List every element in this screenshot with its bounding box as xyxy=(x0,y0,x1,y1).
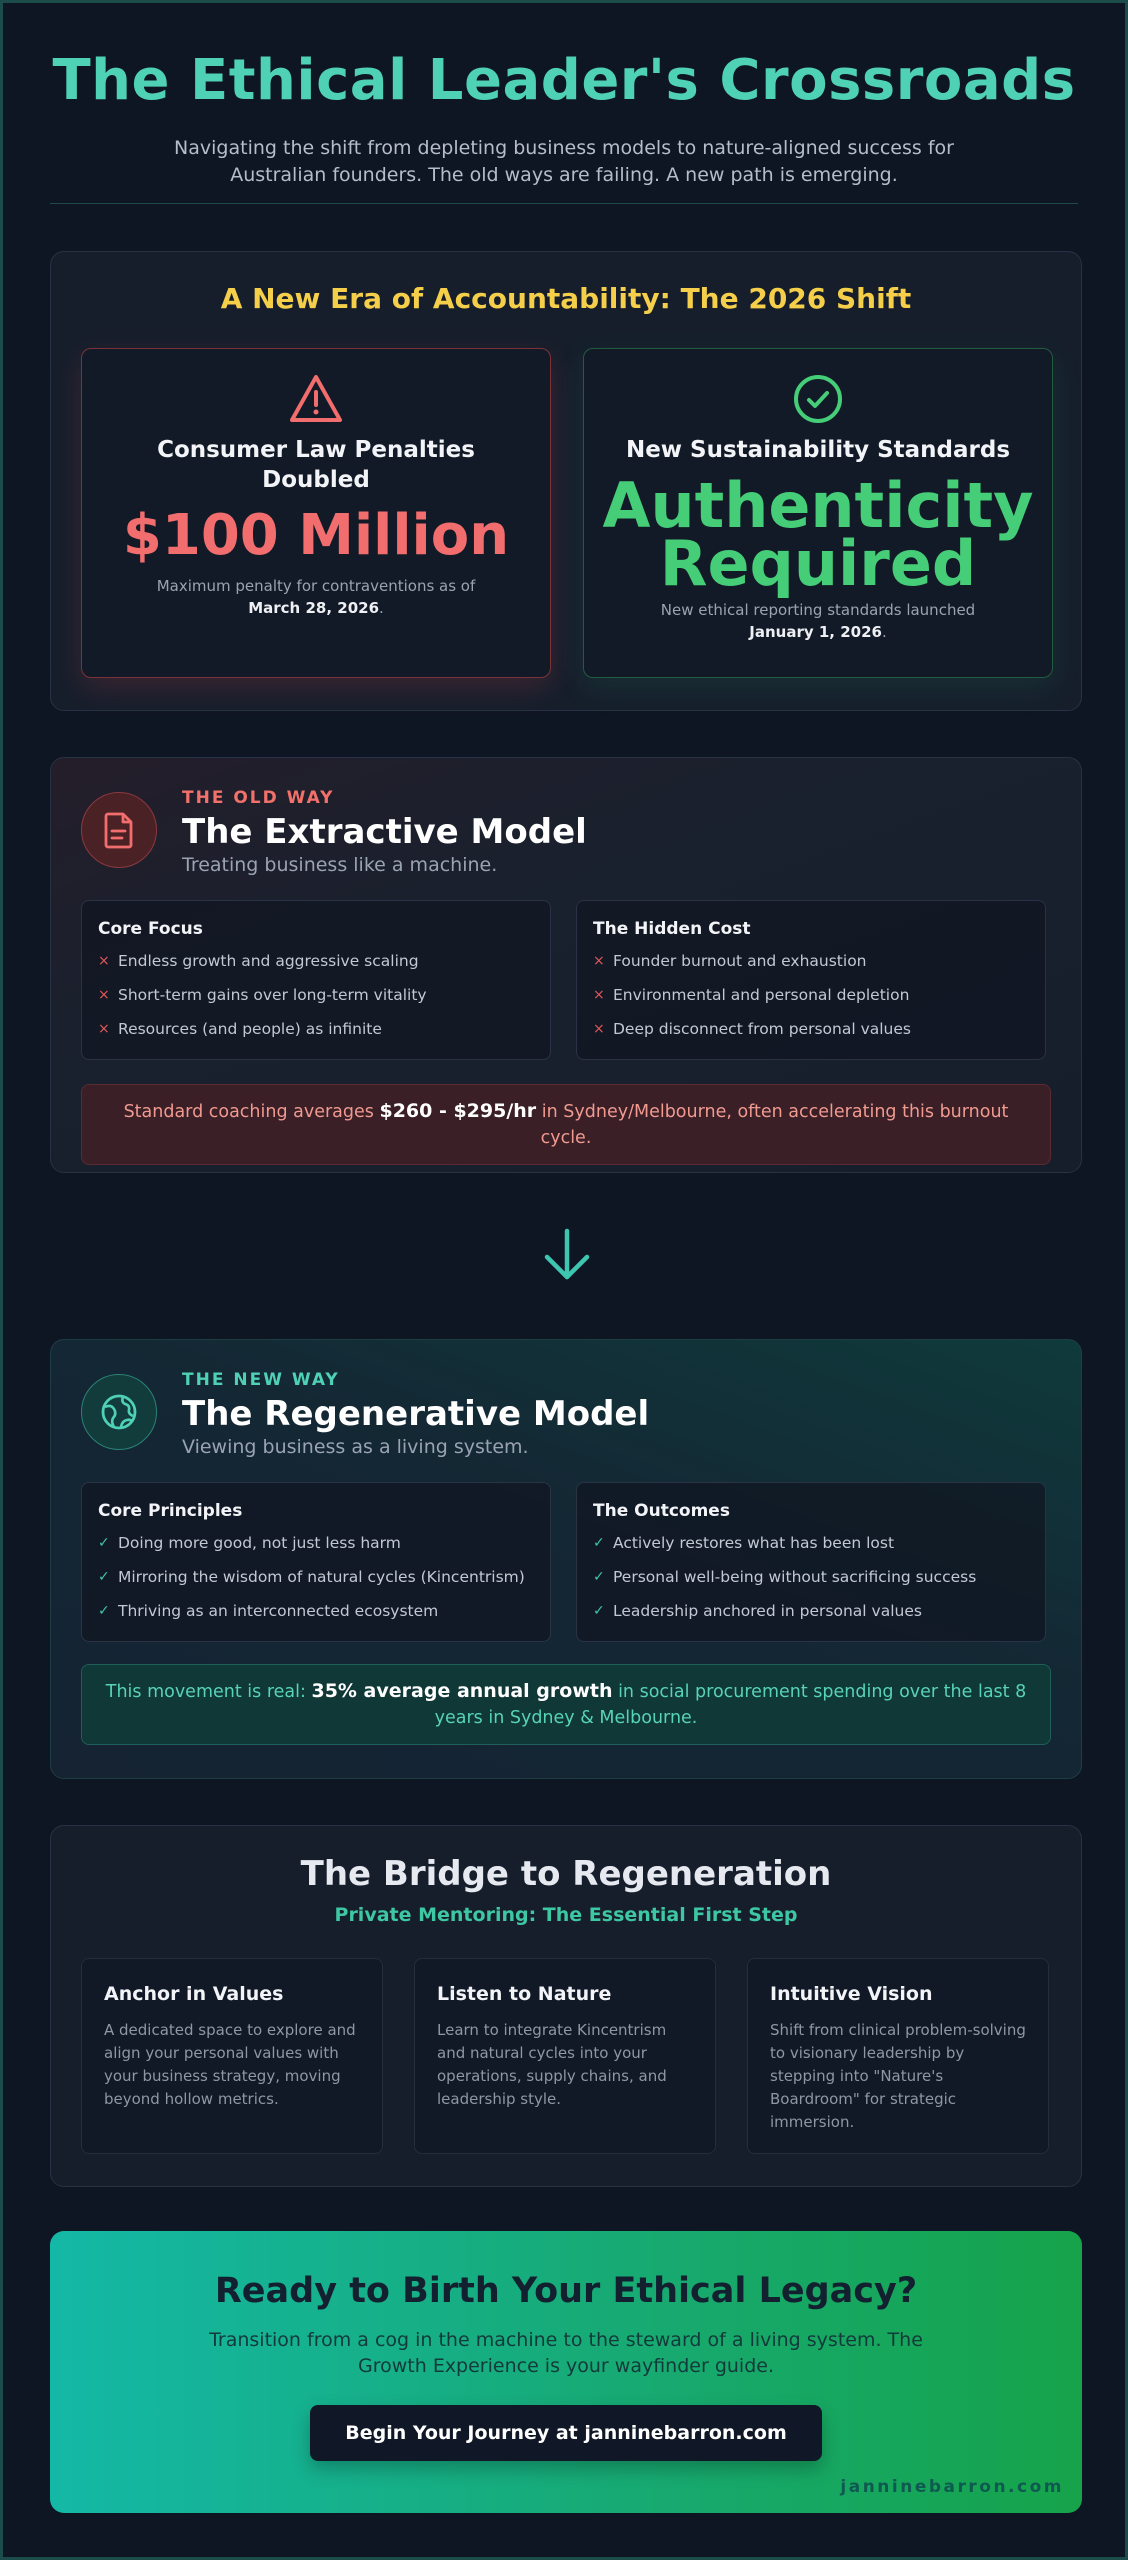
bridge-section: The Bridge to Regeneration Private Mento… xyxy=(50,1825,1082,2187)
new-way-section: THE NEW WAY The Regenerative Model Viewi… xyxy=(50,1339,1082,1779)
old-way-section: THE OLD WAY The Extractive Model Treatin… xyxy=(50,757,1082,1173)
cross-icon: × xyxy=(593,987,605,1003)
card-title: Anchor in Values xyxy=(104,1983,284,2005)
outcomes-heading: The Outcomes xyxy=(593,1501,730,1521)
bridge-title: The Bridge to Regeneration xyxy=(300,1854,832,1894)
old-way-heading: THE OLD WAY The Extractive Model Treatin… xyxy=(182,788,587,876)
outcomes-panel: The Outcomes ✓Actively restores what has… xyxy=(576,1482,1046,1642)
accountability-heading: A New Era of Accountability: The 2026 Sh… xyxy=(220,282,912,315)
cross-icon: × xyxy=(98,953,110,969)
accountability-section: A New Era of Accountability: The 2026 Sh… xyxy=(50,251,1082,711)
standards-value: Authenticity Required xyxy=(602,469,1034,600)
arrow-down-icon xyxy=(539,1225,595,1289)
cross-icon: × xyxy=(593,953,605,969)
cross-icon: × xyxy=(98,1021,110,1037)
core-focus-heading: Core Focus xyxy=(98,919,203,939)
new-way-subtitle: Viewing business as a living system. xyxy=(182,1436,529,1458)
check-icon: ✓ xyxy=(98,1569,110,1585)
penalties-date: March 28, 2026 xyxy=(248,599,379,617)
old-way-title: The Extractive Model xyxy=(182,812,587,852)
penalties-note: Maximum penalty for contraventions as of… xyxy=(156,577,476,617)
check-icon: ✓ xyxy=(98,1603,110,1619)
card-text: A dedicated space to explore and align y… xyxy=(104,2021,356,2108)
hidden-cost-panel: The Hidden Cost ×Founder burnout and exh… xyxy=(576,900,1046,1060)
check-icon: ✓ xyxy=(593,1535,605,1551)
site-signature[interactable]: janninebarron.com xyxy=(840,2477,1064,2497)
begin-journey-button[interactable]: Begin Your Journey at janninebarron.com xyxy=(310,2405,822,2461)
check-circle-icon xyxy=(584,373,1052,425)
new-way-tag: THE NEW WAY xyxy=(182,1370,340,1390)
header-divider xyxy=(50,203,1078,204)
check-icon: ✓ xyxy=(593,1603,605,1619)
new-way-title: The Regenerative Model xyxy=(182,1394,650,1434)
cta-title: Ready to Birth Your Ethical Legacy? xyxy=(214,2271,918,2311)
core-focus-panel: Core Focus ×Endless growth and aggressiv… xyxy=(81,900,551,1060)
check-icon: ✓ xyxy=(593,1569,605,1585)
page-subtitle: Navigating the shift from depleting busi… xyxy=(174,137,954,186)
cross-icon: × xyxy=(98,987,110,1003)
intuitive-vision-card: Intuitive Vision Shift from clinical pro… xyxy=(747,1958,1049,2154)
list-item: ×Resources (and people) as infinite xyxy=(98,1020,382,1038)
penalties-value: $100 Million xyxy=(122,503,510,568)
card-title: Listen to Nature xyxy=(437,1983,612,2005)
globe-icon xyxy=(81,1374,157,1450)
coaching-cost-banner: Standard coaching averages $260 - $295/h… xyxy=(81,1084,1051,1165)
list-item: ✓Mirroring the wisdom of natural cycles … xyxy=(98,1568,525,1586)
list-item: ✓Personal well-being without sacrificing… xyxy=(593,1568,977,1586)
list-item: ✓Doing more good, not just less harm xyxy=(98,1534,401,1552)
old-way-subtitle: Treating business like a machine. xyxy=(182,854,498,876)
bridge-subtitle: Private Mentoring: The Essential First S… xyxy=(334,1904,798,1926)
list-item: ×Short-term gains over long-term vitalit… xyxy=(98,986,427,1004)
old-way-tag: THE OLD WAY xyxy=(182,788,335,808)
list-item: ×Endless growth and aggressive scaling xyxy=(98,952,419,970)
hero-header: The Ethical Leader's Crossroads Navigati… xyxy=(3,3,1125,189)
list-item: ×Founder burnout and exhaustion xyxy=(593,952,867,970)
check-icon: ✓ xyxy=(98,1535,110,1551)
card-title: Intuitive Vision xyxy=(770,1983,933,2005)
card-text: Learn to integrate Kincentrism and natur… xyxy=(437,2021,667,2108)
standards-card: New Sustainability Standards Authenticit… xyxy=(583,348,1053,678)
listen-nature-card: Listen to Nature Learn to integrate Kinc… xyxy=(414,1958,716,2154)
hidden-cost-heading: The Hidden Cost xyxy=(593,919,751,939)
cta-text: Transition from a cog in the machine to … xyxy=(209,2329,923,2377)
card-text: Shift from clinical problem-solving to v… xyxy=(770,2021,1026,2131)
new-way-heading: THE NEW WAY The Regenerative Model Viewi… xyxy=(182,1370,649,1458)
cta-section: Ready to Birth Your Ethical Legacy? Tran… xyxy=(50,2231,1082,2513)
document-icon xyxy=(81,792,157,868)
list-item: ✓Actively restores what has been lost xyxy=(593,1534,895,1552)
cross-icon: × xyxy=(593,1021,605,1037)
list-item: ×Deep disconnect from personal values xyxy=(593,1020,911,1038)
penalties-title: Consumer Law Penalties Doubled xyxy=(157,437,475,493)
standards-title: New Sustainability Standards xyxy=(625,437,1011,463)
standards-note: New ethical reporting standards launched… xyxy=(660,601,976,641)
penalties-card: Consumer Law Penalties Doubled $100 Mill… xyxy=(81,348,551,678)
core-principles-panel: Core Principles ✓Doing more good, not ju… xyxy=(81,1482,551,1642)
standards-date: January 1, 2026 xyxy=(749,623,882,641)
core-principles-heading: Core Principles xyxy=(98,1501,243,1521)
list-item: ×Environmental and personal depletion xyxy=(593,986,910,1004)
anchor-values-card: Anchor in Values A dedicated space to ex… xyxy=(81,1958,383,2154)
warning-triangle-icon xyxy=(82,373,550,425)
page-title: The Ethical Leader's Crossroads xyxy=(52,48,1076,113)
growth-banner: This movement is real: 35% average annua… xyxy=(81,1664,1051,1745)
list-item: ✓Leadership anchored in personal values xyxy=(593,1602,922,1620)
list-item: ✓Thriving as an interconnected ecosystem xyxy=(98,1602,439,1620)
